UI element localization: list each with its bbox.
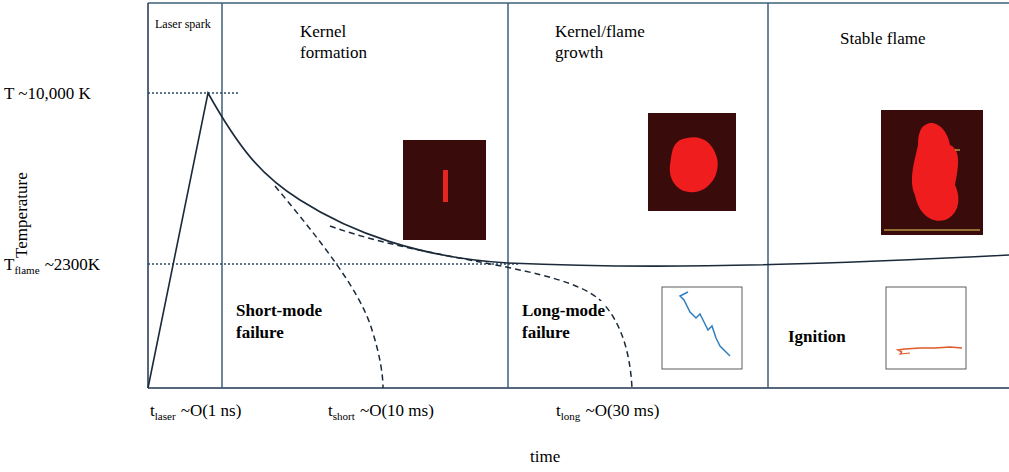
axis-title: Temperature <box>12 172 31 258</box>
time-mark: t <box>150 401 155 420</box>
subscript-text: flame <box>14 264 39 276</box>
short-failure-curve <box>275 186 383 388</box>
phase-divider <box>507 3 509 388</box>
trajectory-plot <box>877 283 970 381</box>
phase-title: Kernel/flame growth <box>555 21 665 64</box>
time-mark: t <box>328 401 333 420</box>
flame-blob <box>912 123 958 221</box>
failure-label: Short-mode failure <box>236 301 322 342</box>
laser-marker <box>955 150 960 151</box>
phase-band: Laser spark <box>148 3 222 388</box>
failure-label: Long-mode failure <box>522 301 605 342</box>
reference-line <box>148 263 520 265</box>
plot-frame <box>662 287 742 369</box>
axis-title-group: time <box>530 446 560 468</box>
time-mark: t <box>556 401 561 420</box>
subscript-text: long <box>561 410 581 422</box>
temperature-mark: ~2300K <box>45 255 100 274</box>
time-mark-group: tlong ~O(30 ms) <box>556 400 659 422</box>
outcome-label: Ignition <box>788 327 846 346</box>
failure-label-group: Long-mode failure <box>522 300 622 344</box>
phase-title: Laser spark <box>155 17 211 32</box>
flame-image <box>881 110 983 235</box>
trajectory-line <box>900 352 910 354</box>
temperature-mark: T <box>4 255 14 274</box>
time-mark-group: tlaser ~O(1 ns) <box>150 400 241 422</box>
phase-divider <box>221 3 223 388</box>
axis-title-group: Temperature <box>11 172 33 258</box>
kernel-image <box>403 140 486 240</box>
temperature-mark: T ~10,000 K <box>4 84 91 103</box>
subscript-text: laser <box>155 410 176 422</box>
temperature-curve <box>148 93 1009 388</box>
time-mark-group: tshort ~O(10 ms) <box>328 400 434 422</box>
phase-divider <box>767 3 769 388</box>
trajectory-plot <box>653 283 746 381</box>
plot-frame <box>886 287 966 369</box>
failure-label-group: Short-mode failure <box>236 300 348 344</box>
subscript-text: short <box>333 410 355 422</box>
phase-title: Stable flame <box>840 28 980 49</box>
long-failure-curve <box>330 226 632 388</box>
time-mark: ~O(1 ns) <box>181 401 242 420</box>
kernel-spark <box>443 170 448 202</box>
kernel-image <box>648 113 736 211</box>
x-axis <box>148 387 1009 389</box>
reference-line <box>148 92 240 94</box>
top-border <box>148 2 1009 4</box>
axis-title: time <box>530 447 560 466</box>
time-mark: ~O(10 ms) <box>360 401 434 420</box>
time-mark: ~O(30 ms) <box>585 401 659 420</box>
scale-bar <box>884 230 980 231</box>
temperature-mark-group: T ~10,000 K <box>4 83 91 105</box>
outcome-label-group: Ignition <box>788 326 846 348</box>
phase-title: Kernel formation <box>300 21 400 64</box>
trajectory-line <box>680 292 730 356</box>
y-axis <box>147 3 149 388</box>
kernel-blob <box>670 137 718 192</box>
trajectory-line <box>898 347 962 352</box>
